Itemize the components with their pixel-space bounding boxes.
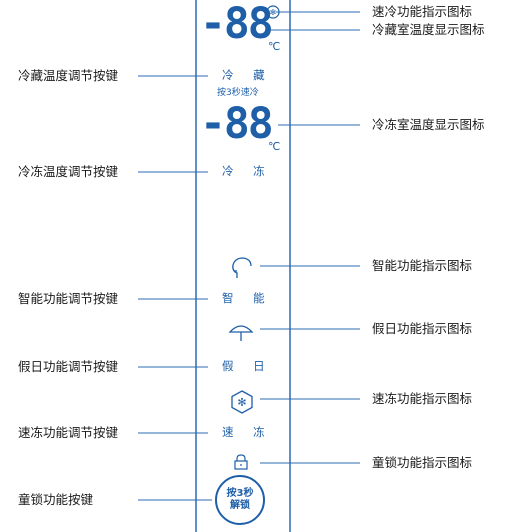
label-freezer-temp-key: 冷冻温度调节按键	[18, 164, 119, 179]
label-child-lock-key: 童锁功能按键	[18, 492, 94, 507]
fridge-key-hint: 按3秒速冷	[217, 88, 259, 98]
holiday-key-label[interactable]: 假 日	[222, 359, 273, 373]
label-fridge-temp-display: 冷藏室温度显示图标	[372, 22, 485, 37]
label-freezer-temp-display: 冷冻室温度显示图标	[372, 117, 485, 132]
freezer-temp-display: -88	[200, 99, 274, 149]
child-lock-button[interactable]: 按3秒 解锁	[215, 475, 265, 525]
freezer-temp-unit: ℃	[268, 140, 281, 153]
label-smart-key: 智能功能调节按键	[18, 291, 119, 306]
smart-head-icon	[232, 257, 252, 278]
label-quick-freeze-key: 速冻功能调节按键	[18, 425, 119, 440]
freezer-key-label[interactable]: 冷 冻	[222, 164, 273, 178]
label-holiday-key: 假日功能调节按键	[18, 359, 119, 374]
fridge-temp-display: -88	[200, 0, 274, 49]
label-quick-cool-indicator: 速冷功能指示图标	[372, 4, 473, 19]
quick-freeze-key-label[interactable]: 速 冻	[222, 425, 273, 439]
label-fridge-temp-key: 冷藏温度调节按键	[18, 68, 119, 83]
svg-text:✻: ✻	[270, 8, 277, 17]
label-holiday-indicator: 假日功能指示图标	[372, 321, 473, 336]
umbrella-icon	[228, 325, 254, 341]
fridge-temp-unit: ℃	[268, 40, 281, 53]
label-child-lock-indicator: 童锁功能指示图标	[372, 455, 473, 470]
lock-button-line1: 按3秒	[226, 488, 254, 499]
fridge-key-label[interactable]: 冷 藏	[222, 68, 273, 82]
svg-text:✻: ✻	[237, 396, 246, 409]
lock-icon	[234, 454, 248, 470]
quick-cool-icon: ✻	[266, 5, 280, 19]
label-quick-freeze-indicator: 速冻功能指示图标	[372, 391, 473, 406]
lock-button-line2: 解锁	[230, 500, 250, 511]
smart-key-label[interactable]: 智 能	[222, 291, 273, 305]
snowflake-icon: ✻	[231, 390, 253, 414]
label-smart-indicator: 智能功能指示图标	[372, 258, 473, 273]
